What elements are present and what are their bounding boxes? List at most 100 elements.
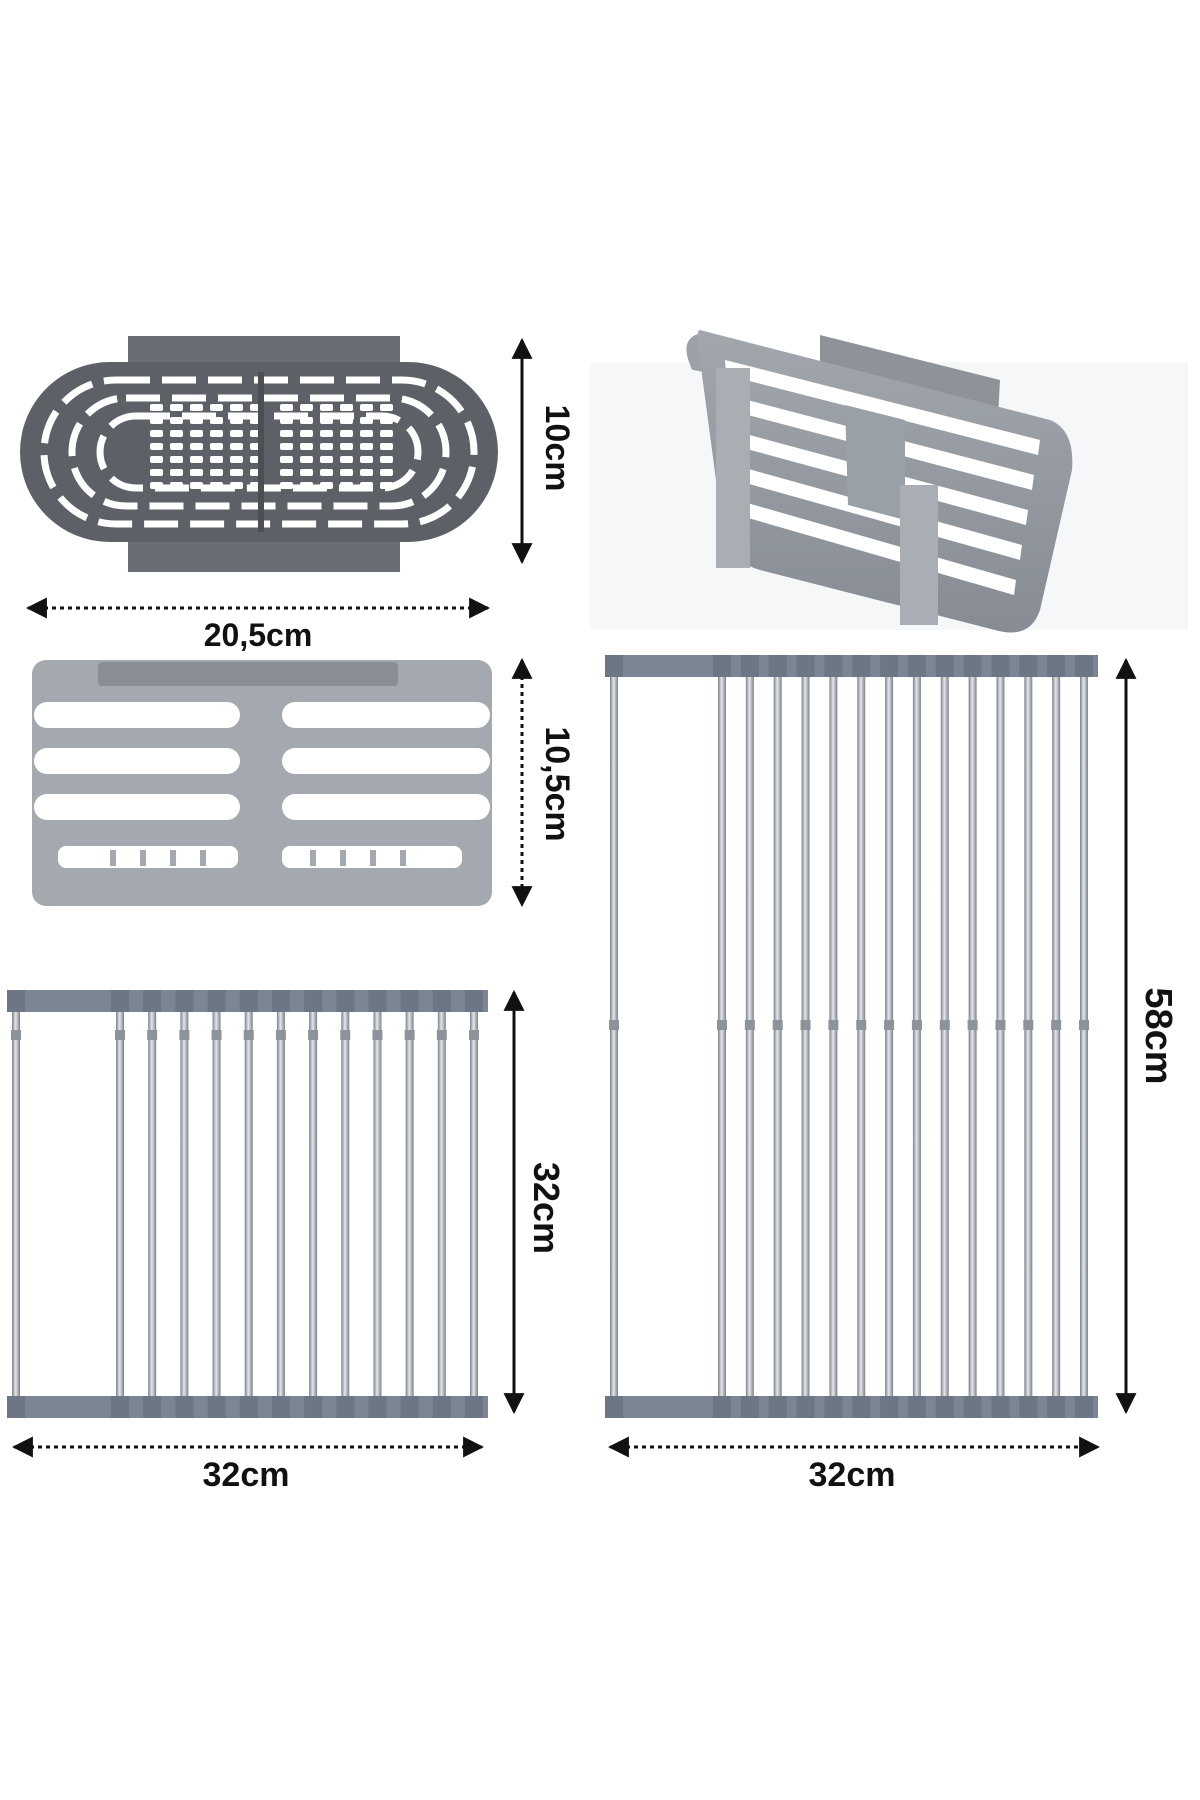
rack-rod-joint xyxy=(856,1020,867,1030)
rack-rod-cap xyxy=(143,990,162,1012)
rack-rod-cap xyxy=(465,990,483,1012)
rack-rod xyxy=(801,677,810,1396)
rack-rod-cap xyxy=(1019,655,1038,677)
rack-rod-joint xyxy=(211,1030,222,1040)
rack-rod-joint xyxy=(911,1020,922,1030)
rack-rod xyxy=(405,1012,414,1396)
rack-rod xyxy=(148,1012,157,1396)
basket-top-height-label: 10cm xyxy=(538,405,576,492)
rack-rod-cap xyxy=(271,990,290,1012)
rack-rod xyxy=(968,677,977,1396)
rack-rod-cap xyxy=(175,990,194,1012)
rack-rod-cap xyxy=(271,1396,290,1418)
rack-rod xyxy=(180,1012,189,1396)
rack-rod-joint xyxy=(11,1030,21,1040)
rack-rod-joint xyxy=(436,1030,447,1040)
rack-rod-cap xyxy=(111,1396,129,1418)
rack-rod-joint xyxy=(372,1030,383,1040)
rack-folded-width-dimension: 32cm xyxy=(11,1436,485,1494)
rack-rod xyxy=(12,1012,20,1396)
rack-rod xyxy=(276,1012,285,1396)
rack-rod xyxy=(1080,677,1088,1396)
rack-rod-cap xyxy=(111,990,129,1012)
rack-rod xyxy=(940,677,949,1396)
rack-rod-joint xyxy=(609,1020,619,1030)
rack-rod-joint xyxy=(717,1020,727,1030)
rack-rod-cap xyxy=(239,990,258,1012)
rack-rod xyxy=(610,677,618,1396)
rack-rod-cap xyxy=(432,1396,451,1418)
rack-rod xyxy=(116,1012,124,1396)
rack-rod-joint xyxy=(1023,1020,1034,1030)
rack-rod xyxy=(470,1012,478,1396)
rack-rod-joint xyxy=(308,1030,319,1040)
basket-side-view xyxy=(32,660,492,906)
rack-rod-cap xyxy=(963,1396,982,1418)
rack-rod-cap xyxy=(7,990,25,1012)
rack-rod xyxy=(437,1012,446,1396)
rack-folded-width-label: 32cm xyxy=(203,1456,290,1494)
rack-rod-cap xyxy=(207,1396,226,1418)
rack-rod-joint xyxy=(939,1020,950,1030)
rack-rod-joint xyxy=(275,1030,286,1040)
basket-side-body xyxy=(32,660,492,906)
rack-rod-cap xyxy=(336,990,355,1012)
rack-rod-cap xyxy=(880,655,899,677)
rack-rod-cap xyxy=(852,1396,871,1418)
basket-top-view xyxy=(20,336,498,572)
rack-extended-height-dimension: 58cm xyxy=(1115,657,1179,1415)
rack-extended-width-label: 32cm xyxy=(809,1456,896,1494)
rack-rod-joint xyxy=(115,1030,125,1040)
rack-rod-cap xyxy=(432,990,451,1012)
rack-rod-joint xyxy=(772,1020,783,1030)
rack-rod-cap xyxy=(963,655,982,677)
rack-rod-cap xyxy=(239,1396,258,1418)
rack-rod-cap xyxy=(880,1396,899,1418)
basket-top-width-dimension: 20,5cm xyxy=(25,597,491,653)
rack-rod-cap xyxy=(852,655,871,677)
rack-rod-joint xyxy=(469,1030,479,1040)
rack-rod-cap xyxy=(824,1396,843,1418)
rack-rod-cap xyxy=(935,655,954,677)
rack-extended-height-label: 58cm xyxy=(1137,987,1179,1084)
rack-rod-cap xyxy=(400,990,419,1012)
rack-rod-cap xyxy=(713,1396,731,1418)
rack-rod xyxy=(996,677,1005,1396)
rack-rod-cap xyxy=(368,990,387,1012)
rack-rod xyxy=(341,1012,350,1396)
rack-rod-cap xyxy=(935,1396,954,1418)
basket-top-height-dimension: 10cm xyxy=(511,337,576,565)
basket-perspective-view xyxy=(590,330,1188,633)
rack-extended-width-dimension: 32cm xyxy=(607,1436,1101,1494)
rack-rod xyxy=(829,677,838,1396)
basket-side-height-dimension: 10,5cm xyxy=(511,657,576,908)
rack-rod-cap xyxy=(207,990,226,1012)
rack-folded-height-dimension: 32cm xyxy=(503,989,567,1415)
rack-extended xyxy=(605,655,1098,1418)
basket-side-height-label: 10,5cm xyxy=(538,726,576,841)
rack-rod-joint xyxy=(828,1020,839,1030)
rack-rod-cap xyxy=(713,655,731,677)
rack-rod xyxy=(373,1012,382,1396)
rack-rod-joint xyxy=(147,1030,158,1040)
rack-rod-cap xyxy=(991,655,1010,677)
rack-rod-cap xyxy=(1019,1396,1038,1418)
rack-rod-cap xyxy=(304,990,323,1012)
rack-rod xyxy=(244,1012,253,1396)
rack-rod-cap xyxy=(175,1396,194,1418)
rack-rod-cap xyxy=(1075,655,1093,677)
rack-rod-cap xyxy=(605,1396,623,1418)
rack-rod-cap xyxy=(1075,1396,1093,1418)
rack-rod-cap xyxy=(465,1396,483,1418)
rack-rod xyxy=(745,677,754,1396)
rack-rod-cap xyxy=(740,655,759,677)
rack-rod xyxy=(885,677,894,1396)
rack-rod-joint xyxy=(1051,1020,1062,1030)
rack-rod-cap xyxy=(1047,655,1066,677)
rack-rod xyxy=(857,677,866,1396)
rack-rod-cap xyxy=(824,655,843,677)
rack-rod xyxy=(718,677,726,1396)
rack-rod xyxy=(309,1012,318,1396)
rack-rod xyxy=(773,677,782,1396)
basket-width-label: 20,5cm xyxy=(204,617,313,653)
